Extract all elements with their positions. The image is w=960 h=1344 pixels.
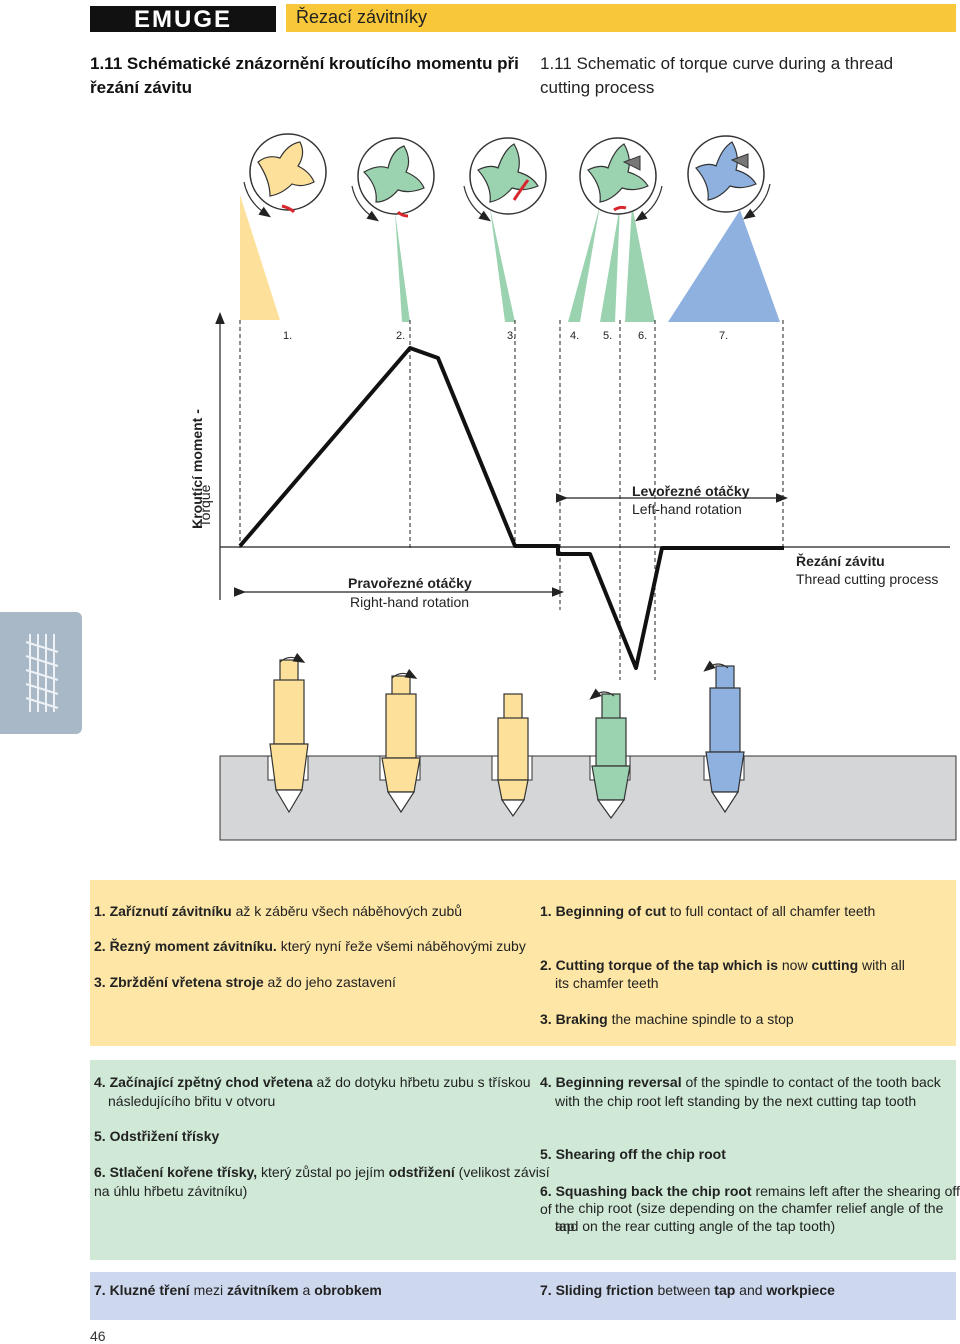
thread-label-cz: Řezání závitu <box>796 553 885 569</box>
desc-cz-4b: následujícího břitu v otvoru <box>108 1093 276 1109</box>
tap-2 <box>381 668 421 814</box>
y-axis-label-en: Torque <box>197 484 213 528</box>
triangle-6 <box>625 205 655 322</box>
section-title: Řezací závitníky <box>296 7 428 27</box>
desc-en-2b: its chamfer teeth <box>555 975 659 991</box>
desc-cz-6b: na úhlu hřbetu závitníku) <box>94 1183 248 1199</box>
desc-cz-6a: 6. Stlačení kořene třísky, který zůstal … <box>94 1164 550 1180</box>
cross-section-5 <box>687 135 771 220</box>
desc-en-2a: 2. Cutting torque of the tap which is no… <box>540 957 905 973</box>
step-label-4: 4. <box>570 330 580 342</box>
brand-text: EMUGE <box>134 6 232 32</box>
section-header: Řezací závitníky <box>286 4 956 32</box>
right-hand-label-cz: Pravořezné otáčky <box>348 575 472 591</box>
step-label-6: 6. <box>638 330 648 342</box>
desc-en-6a: 6. Squashing back the chip root remains … <box>540 1183 960 1217</box>
left-hand-label-cz: Levořezné otáčky <box>632 483 750 499</box>
desc-en-1: 1. Beginning of cut to full contact of a… <box>540 903 876 919</box>
desc-en-4a: 4. Beginning reversal of the spindle to … <box>540 1074 941 1090</box>
desc-en-5: 5. Shearing off the chip root <box>540 1146 726 1162</box>
step-label-2: 2. <box>396 330 406 342</box>
triangle-2 <box>395 212 410 322</box>
desc-cz-2: 2. Řezný moment závitníku. který nyní ře… <box>94 938 526 954</box>
desc-en-6b: the chip root (size depending on the cha… <box>555 1200 944 1234</box>
steps-1-3-panel <box>90 880 956 1046</box>
desc-cz-5: 5. Odstřižení třísky <box>94 1128 220 1144</box>
desc-en-4b: with the chip root left standing by the … <box>555 1093 917 1109</box>
torque-diagram <box>215 133 957 841</box>
cross-section-1 <box>243 133 327 218</box>
step-label-7: 7. <box>719 330 729 342</box>
desc-en-6c: and on the rear cutting angle of the tap… <box>555 1218 836 1234</box>
step-7-panel <box>90 1272 956 1320</box>
tap-1 <box>269 652 309 814</box>
desc-en-3: 3. Braking the machine spindle to a stop <box>540 1011 794 1027</box>
triangle-4 <box>568 205 600 322</box>
cross-section-3 <box>463 137 547 222</box>
tap-5 <box>703 660 745 814</box>
tap-4 <box>589 688 631 820</box>
step-label-5: 5. <box>603 330 613 342</box>
triangle-1 <box>240 195 280 320</box>
side-tab-thumbnail[interactable] <box>0 612 82 734</box>
desc-cz-3: 3. Zbrždění vřetena stroje až do jeho za… <box>94 974 396 990</box>
desc-cz-4a: 4. Začínající zpětný chod vřetena až do … <box>94 1074 531 1090</box>
triangle-3 <box>490 208 515 322</box>
tap-thumbnail-icon <box>25 634 59 712</box>
right-hand-label-en: Right-hand rotation <box>350 594 470 610</box>
page-number: 46 <box>90 1328 106 1344</box>
thread-label-en: Thread cutting process <box>796 571 939 587</box>
step-label-1: 1. <box>283 330 293 342</box>
triangle-5 <box>600 205 620 322</box>
cross-section-2 <box>351 137 435 222</box>
tap-3 <box>497 693 529 818</box>
cross-section-4 <box>579 137 663 222</box>
triangle-7 <box>668 210 780 322</box>
steps-4-6-panel <box>90 1060 956 1260</box>
page-title-cz: 1.11 Schématické znázornění kroutícího m… <box>90 54 519 97</box>
page-title-en: 1.11 Schematic of torque curve during a … <box>540 54 894 97</box>
desc-cz-7: 7. Kluzné tření mezi závitníkem a obrobk… <box>94 1282 382 1298</box>
torque-curve <box>238 346 784 670</box>
step-label-3: 3. <box>507 330 517 342</box>
emuge-logo: EMUGE <box>90 6 276 32</box>
desc-cz-1: 1. Zaříznutí závitníku až k záběru všech… <box>94 903 463 919</box>
workpiece <box>219 755 957 841</box>
desc-en-7: 7. Sliding friction between tap and work… <box>540 1282 835 1298</box>
left-hand-label-en: Left-hand rotation <box>632 501 742 517</box>
